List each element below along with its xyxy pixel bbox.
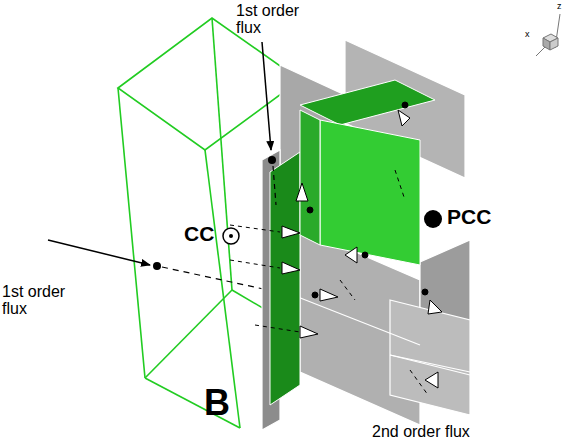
sub-cell-panels [262, 40, 470, 430]
pcc-marker [424, 210, 442, 228]
flux-label: 1st order flux [2, 284, 78, 318]
flux-label: 1st order flux [236, 3, 312, 37]
axis-label: x [525, 30, 530, 39]
second-order-arrows [230, 102, 442, 395]
flux-label: 2nd order flux [372, 424, 470, 441]
cell-label: B [204, 384, 230, 422]
axis-icon [536, 14, 560, 56]
cell-centre-label: CC [184, 223, 214, 245]
axis-label: z [557, 2, 562, 11]
cell-wireframe [118, 18, 300, 428]
flux-arrow [48, 240, 150, 265]
cell-centre-marker [223, 228, 239, 244]
pcc-label: PCC [447, 206, 491, 228]
